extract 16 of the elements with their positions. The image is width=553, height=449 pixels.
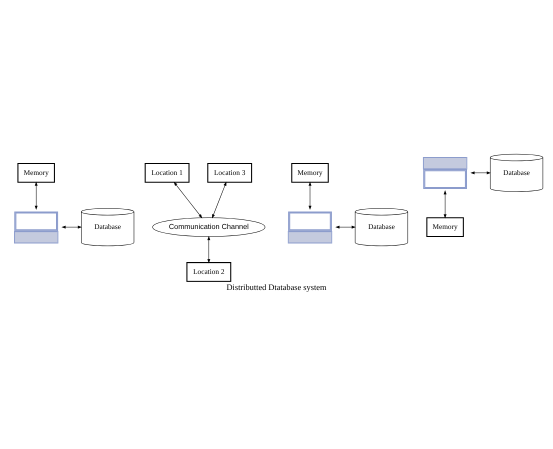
arrow xyxy=(444,190,447,218)
arrow xyxy=(470,171,491,174)
node-box: Location 2 xyxy=(186,262,232,282)
arrow xyxy=(308,182,312,210)
arrow xyxy=(335,226,356,229)
node-box: Location 3 xyxy=(207,162,252,183)
arrow xyxy=(62,226,82,229)
caption: Distributted Dtatabase system xyxy=(226,283,326,292)
arrow xyxy=(212,182,226,218)
node-box: Location 1 xyxy=(144,162,190,183)
arrow xyxy=(207,236,210,264)
node-box: Memory xyxy=(17,162,55,183)
node-box: Memory xyxy=(426,217,464,238)
arrow xyxy=(34,182,38,210)
arrow xyxy=(174,182,202,218)
node-box: Memory xyxy=(291,162,329,183)
